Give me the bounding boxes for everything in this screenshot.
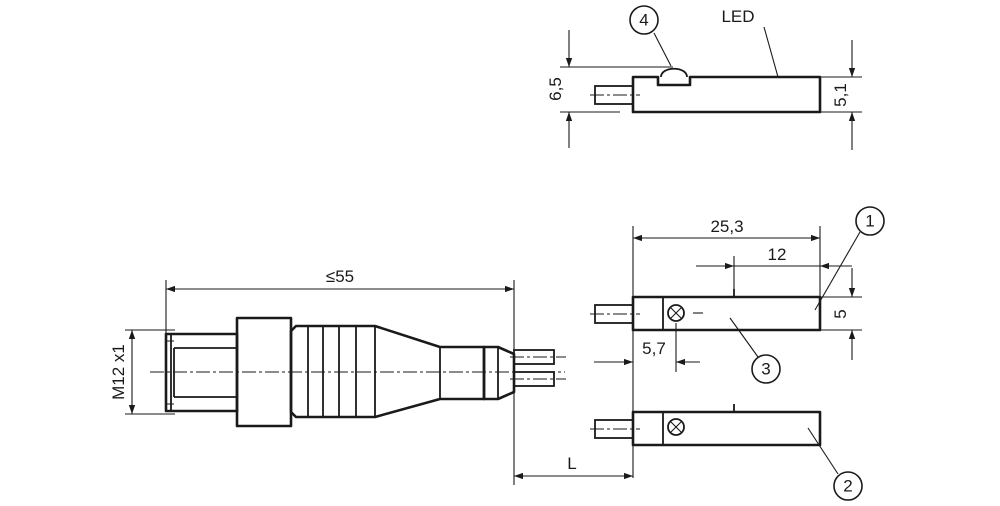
dimension-height-body-label: 5,1	[831, 83, 850, 107]
callout-2-bubble	[833, 471, 863, 501]
callout-3-label: 3	[761, 360, 770, 379]
dimension-screw-offset	[594, 323, 700, 372]
dimension-length-led-label: 12	[768, 245, 787, 264]
sensor-top-view-lower	[590, 404, 822, 447]
dimension-width-label: 5	[831, 309, 850, 318]
dimension-length-total	[632, 226, 821, 478]
dimension-connector-length	[165, 280, 515, 485]
dimension-connector-length-label: ≤55	[326, 267, 354, 286]
callout-3-bubble	[751, 354, 781, 384]
led-label: LED	[721, 7, 754, 26]
dimension-height-body	[820, 40, 862, 150]
sensor-side-view	[590, 26, 822, 114]
dimension-thread	[125, 329, 175, 415]
sensor-top-view-upper	[590, 289, 822, 332]
dimension-length-total-label: 25,3	[710, 217, 743, 236]
callout-2-label: 2	[843, 477, 852, 496]
dimension-width	[820, 268, 862, 360]
led-leader-line	[763, 26, 779, 78]
dimension-cable-length-label: L	[567, 454, 576, 473]
m12-connector	[150, 316, 566, 428]
dimension-thread-label: M12 x1	[109, 344, 128, 400]
dimension-height-overall	[560, 30, 673, 148]
callout-4-label: 4	[639, 11, 648, 30]
callout-1-label: 1	[865, 212, 874, 231]
callout-1-bubble	[855, 206, 885, 236]
dimension-screw-offset-label: 5,7	[642, 339, 666, 358]
callout-4-bubble	[629, 5, 659, 35]
dimension-length-led	[696, 256, 852, 289]
dimension-height-overall-label: 6,5	[546, 77, 565, 101]
